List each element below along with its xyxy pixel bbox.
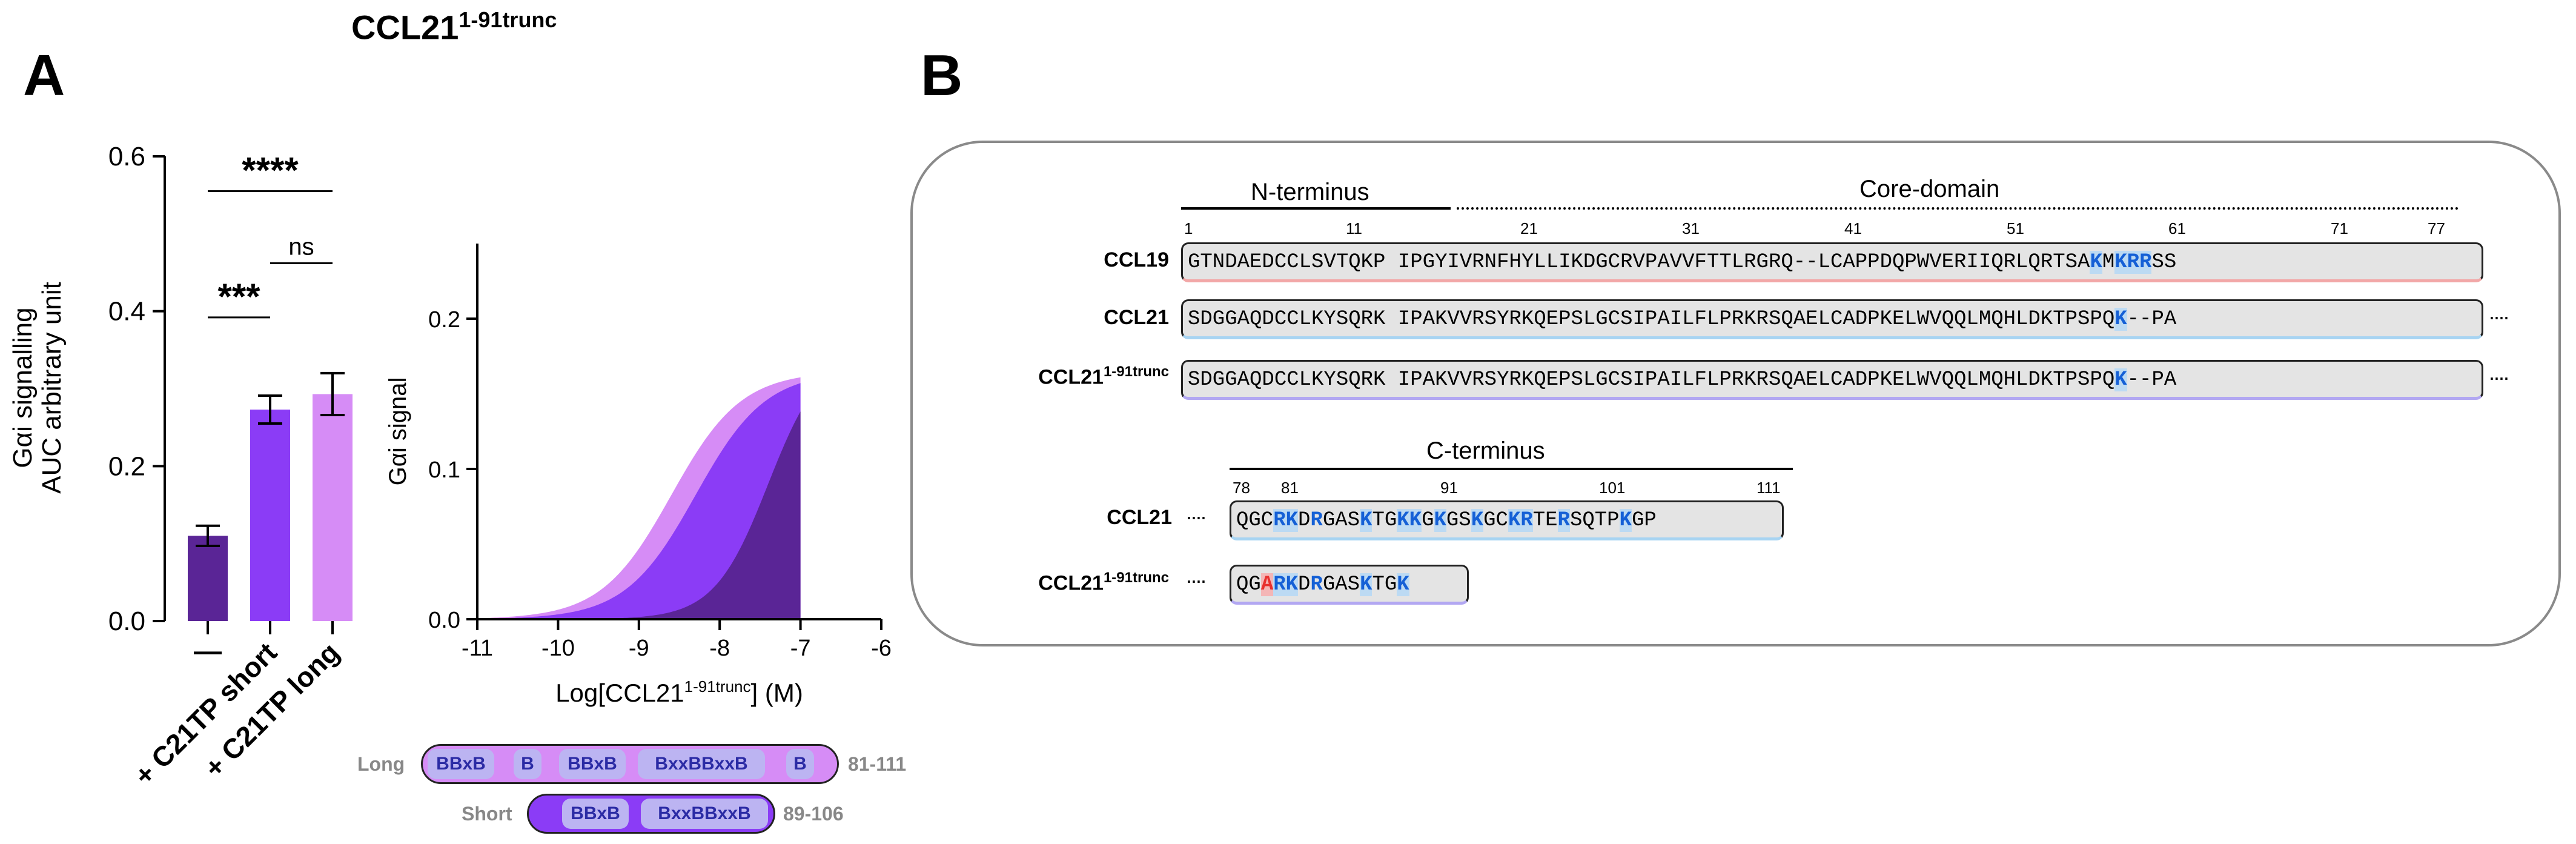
x-axis-label: Log[CCL211-91trunc] (M) [555,677,803,707]
residue-number: 101 [1599,479,1626,497]
area-chart: 0.0 0.1 0.2 -11 -10 -9 -8 -7 -6 Gαi signalLog[CCL… [385,244,892,707]
sequence-box-ccl21-c: QGCRKDRGASKTGKKGKGSKGCKRTERSQTPKGP [1230,500,1784,540]
c-terminus-line [1230,468,1793,470]
significance-label: ns [288,233,314,260]
x-tick-label: -7 [790,636,811,661]
y-tick-label: 0.0 [108,606,145,636]
peptide-long-pill: BBxB B BBxB BxxBBxxB B [421,744,839,784]
sequence-box-ccl21-trunc: SDGGAQDCCLKYSQRK IPAKVVRSYRKQEPSLGCSIPAI… [1181,360,2483,400]
bar [188,536,228,621]
sequence-ccl21-trunc: SDGGAQDCCLKYSQRK IPAKVVRSYRKQEPSLGCSIPAI… [1188,368,2177,391]
y-axis-label: Gαi signalling [8,307,38,468]
sequence-ccl21-c: QGCRKDRGASKTGKKGKGSKGCKRTERSQTPKGP [1236,509,1657,532]
row-label-ccl21-trunc-c: CCL211-91trunc [1038,570,1169,595]
residue-number: 111 [1757,479,1781,497]
motif: B [514,749,541,779]
x-tick-label: -8 [709,636,730,661]
motif: B [786,749,814,779]
residue-number: 78 [1233,479,1250,497]
residue-number: 21 [1520,219,1538,238]
peptide-long-label: Long [357,753,405,775]
x-tick-label: -10 [541,636,575,661]
y-tick-label: 0.0 [428,608,460,633]
motif: BxxBBxxB [641,799,768,829]
significance-label: *** [217,276,260,317]
ellipsis: ···· [1185,568,1207,593]
sequence-box-ccl21: SDGGAQDCCLKYSQRK IPAKVVRSYRKQEPSLGCSIPAI… [1181,299,2483,339]
y-tick-label: 0.1 [428,457,460,483]
residue-number: 41 [1844,219,1862,238]
peptide-short-label: Short [462,803,512,825]
n-terminus-label: N-terminus [1251,179,1369,205]
row-label-ccl21-trunc: CCL211-91trunc [1038,364,1169,389]
sequence-ccl19: GTNDAEDCCLSVTQKP IPGYIVRNFHYLLIKDGCRVPAV… [1188,251,2177,274]
x-axis-label-part: Log[CCL21 [555,679,684,707]
residue-number: 77 [2428,219,2445,238]
y-tick-label: 0.4 [108,297,145,327]
peptide-short-range: 89-106 [783,803,844,825]
motif: BBxB [562,799,629,829]
sequence-ccl21: SDGGAQDCCLKYSQRK IPAKVVRSYRKQEPSLGCSIPAI… [1188,308,2177,331]
panel-a-label: A [23,43,65,108]
peptide-long-range: 81-111 [848,753,907,775]
core-domain-line [1457,207,2459,210]
c-terminus-label: C-terminus [1426,437,1545,464]
x-axis-label-sup: 1-91trunc [684,677,751,696]
residue-number: 61 [2168,219,2186,238]
row-label-ccl21: CCL21 [1104,306,1169,329]
response-area [477,411,801,619]
motif: BBxB [559,749,626,779]
bar [250,410,290,621]
ellipsis: ···· [1185,504,1207,529]
figure-title: CCL211-91trunc [351,7,557,47]
significance-label: **** [242,150,299,191]
residue-number: 31 [1682,219,1700,238]
residue-number: 81 [1281,479,1299,497]
y-tick-label: 0.2 [428,307,460,333]
motif: BBxB [428,749,494,779]
panel-b-label: B [921,43,963,108]
x-axis-label-part: ] (M) [751,679,803,707]
motif: BxxBBxxB [638,749,765,779]
n-terminus-line [1181,207,1451,210]
sequence-box-ccl19: GTNDAEDCCLSVTQKP IPGYIVRNFHYLLIKDGCRVPAV… [1181,242,2483,282]
x-tick-label: -9 [629,636,649,661]
row-label-ccl19: CCL19 [1104,248,1169,271]
ellipsis: ···· [2488,304,2510,329]
residue-number: 91 [1440,479,1458,497]
x-tick-label: -6 [871,636,892,661]
title-main: CCL21 [351,8,459,47]
alignment-panel [910,141,2561,646]
sequence-ccl21-trunc-c: QGARKDRGASKTGK [1236,573,1409,596]
x-tick-label: -11 [462,636,493,661]
y-axis-label: Gαi signal [385,377,411,486]
row-label-ccl21-c: CCL21 [1107,506,1172,529]
residue-number: 1 [1184,219,1193,238]
residue-number: 11 [1346,219,1362,238]
sequence-box-ccl21-trunc-c: QGARKDRGASKTGK [1230,565,1469,605]
y-tick-label: 0.6 [108,142,145,171]
response-area [477,383,801,619]
y-tick-label: 0.2 [108,451,145,481]
y-axis-label: AUC arbitrary unit [37,282,67,494]
ellipsis: ···· [2488,365,2510,390]
core-domain-label: Core-domain [1859,176,2000,202]
residue-number: 71 [2331,219,2348,238]
bar [313,394,353,621]
peptide-short-pill: BBxB BxxBBxxB [527,794,775,834]
residue-number: 51 [2007,219,2024,238]
title-sup: 1-91trunc [459,7,557,32]
category-label: — [194,635,222,666]
